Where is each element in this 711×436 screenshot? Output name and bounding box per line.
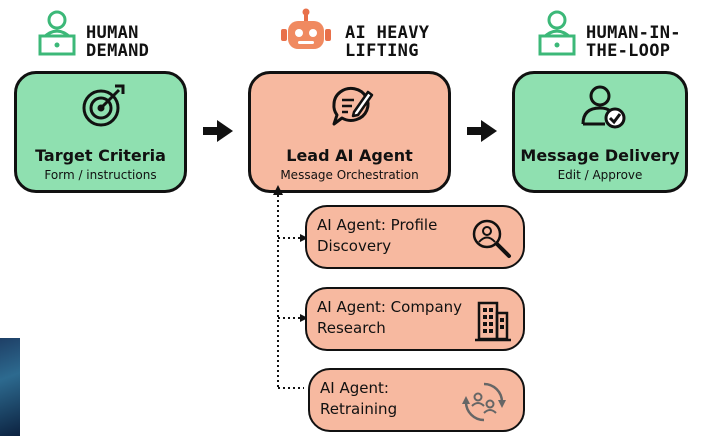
sub-agent-retraining: AI Agent: Retraining (308, 368, 525, 432)
sub-agent-line: AI Agent: Company (317, 298, 463, 316)
box-title: Lead AI Agent (286, 146, 413, 165)
sub-agent-label: AI Agent: Company Research (317, 297, 467, 339)
box-subtitle: Message Orchestration (280, 168, 419, 182)
background-image-fragment (0, 338, 20, 436)
sub-agent-label: AI Agent: Retraining (320, 378, 470, 420)
arrow-right-icon (467, 120, 497, 146)
box-title: Message Delivery (520, 146, 680, 165)
box-title: Target Criteria (35, 146, 166, 165)
refresh-users-icon (460, 378, 508, 426)
box-subtitle: Edit / Approve (557, 168, 643, 182)
target-criteria-box: Target Criteria Form / instructions (14, 71, 187, 193)
sub-agent-profile-discovery: AI Agent: Profile Discovery (305, 205, 525, 269)
building-icon (475, 299, 511, 343)
sub-agent-line: Retraining (320, 400, 398, 418)
sub-agent-line: Discovery (317, 237, 392, 255)
robot-icon (278, 6, 334, 56)
human-laptop-icon (534, 8, 580, 56)
header-ai-heavy-lifting: AI HEAVY LIFTING (345, 24, 429, 60)
chat-edit-icon (328, 82, 376, 130)
header-line: LIFTING (345, 41, 419, 61)
header-line: HUMAN-IN- (586, 23, 681, 43)
lead-ai-agent-box: Lead AI Agent Message Orchestration (248, 71, 451, 193)
box-subtitle: Form / instructions (44, 168, 157, 182)
user-check-icon (579, 82, 627, 130)
sub-agent-line: Research (317, 319, 386, 337)
message-delivery-box: Message Delivery Edit / Approve (512, 71, 688, 193)
sub-agent-line: AI Agent: Profile (317, 216, 438, 234)
human-laptop-icon (34, 8, 80, 56)
header-line: THE-LOOP (586, 41, 671, 61)
header-human-in-the-loop: HUMAN-IN- THE-LOOP (586, 24, 681, 60)
header-line: HUMAN (86, 23, 139, 43)
sub-agent-line: AI Agent: (320, 379, 389, 397)
target-icon (79, 82, 127, 130)
arrow-right-icon (203, 120, 233, 146)
header-line: AI HEAVY (345, 23, 430, 43)
dotted-connectors (273, 185, 308, 389)
sub-agent-company-research: AI Agent: Company Research (305, 287, 525, 351)
header-line: DEMAND (86, 41, 150, 61)
sub-agent-label: AI Agent: Profile Discovery (317, 215, 467, 257)
search-user-icon (469, 216, 513, 260)
header-human-demand: HUMAN DEMAND (86, 24, 149, 60)
